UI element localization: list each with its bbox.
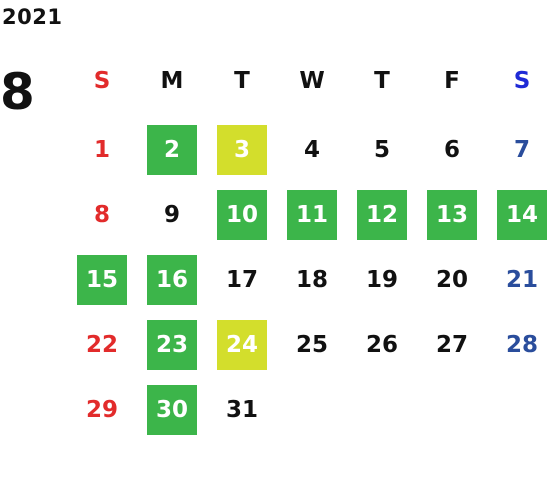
day-cell-9[interactable]: 9	[163, 202, 180, 228]
day-cell-7[interactable]: 7	[513, 137, 530, 163]
day-cell-18[interactable]: 18	[295, 267, 328, 293]
day-cell-25[interactable]: 25	[295, 332, 328, 358]
day-cell-17[interactable]: 17	[225, 267, 258, 293]
weekday-header-wed: W	[299, 68, 325, 94]
day-cell-6[interactable]: 6	[443, 137, 460, 163]
day-cell-10[interactable]: 10	[217, 190, 267, 240]
day-cell-19[interactable]: 19	[365, 267, 398, 293]
day-cell-1[interactable]: 1	[93, 137, 110, 163]
weekday-header-sat: S	[513, 68, 531, 94]
day-cell-29[interactable]: 29	[85, 397, 118, 423]
day-cell-16[interactable]: 16	[147, 255, 197, 305]
day-cell-3[interactable]: 3	[217, 125, 267, 175]
day-cell-21[interactable]: 21	[505, 267, 538, 293]
day-cell-26[interactable]: 26	[365, 332, 398, 358]
day-cell-27[interactable]: 27	[435, 332, 468, 358]
day-cell-31[interactable]: 31	[225, 397, 258, 423]
day-cell-30[interactable]: 30	[147, 385, 197, 435]
day-cell-4[interactable]: 4	[303, 137, 320, 163]
day-cell-15[interactable]: 15	[77, 255, 127, 305]
day-cell-13[interactable]: 13	[427, 190, 477, 240]
day-cell-24[interactable]: 24	[217, 320, 267, 370]
month-number: 8	[0, 63, 35, 121]
day-cell-28[interactable]: 28	[505, 332, 538, 358]
day-cell-22[interactable]: 22	[85, 332, 118, 358]
day-cell-14[interactable]: 14	[497, 190, 547, 240]
day-cell-23[interactable]: 23	[147, 320, 197, 370]
day-cell-5[interactable]: 5	[373, 137, 390, 163]
day-cell-20[interactable]: 20	[435, 267, 468, 293]
weekday-header-fri: F	[444, 68, 460, 94]
weekday-header-mon: M	[160, 68, 184, 94]
day-cell-2[interactable]: 2	[147, 125, 197, 175]
weekday-header-sun: S	[93, 68, 111, 94]
weekday-header-tue: T	[234, 68, 250, 94]
weekday-header-thu: T	[374, 68, 390, 94]
day-cell-8[interactable]: 8	[93, 202, 110, 228]
day-cell-11[interactable]: 11	[287, 190, 337, 240]
day-cell-12[interactable]: 12	[357, 190, 407, 240]
year-label: 2021	[2, 5, 63, 29]
